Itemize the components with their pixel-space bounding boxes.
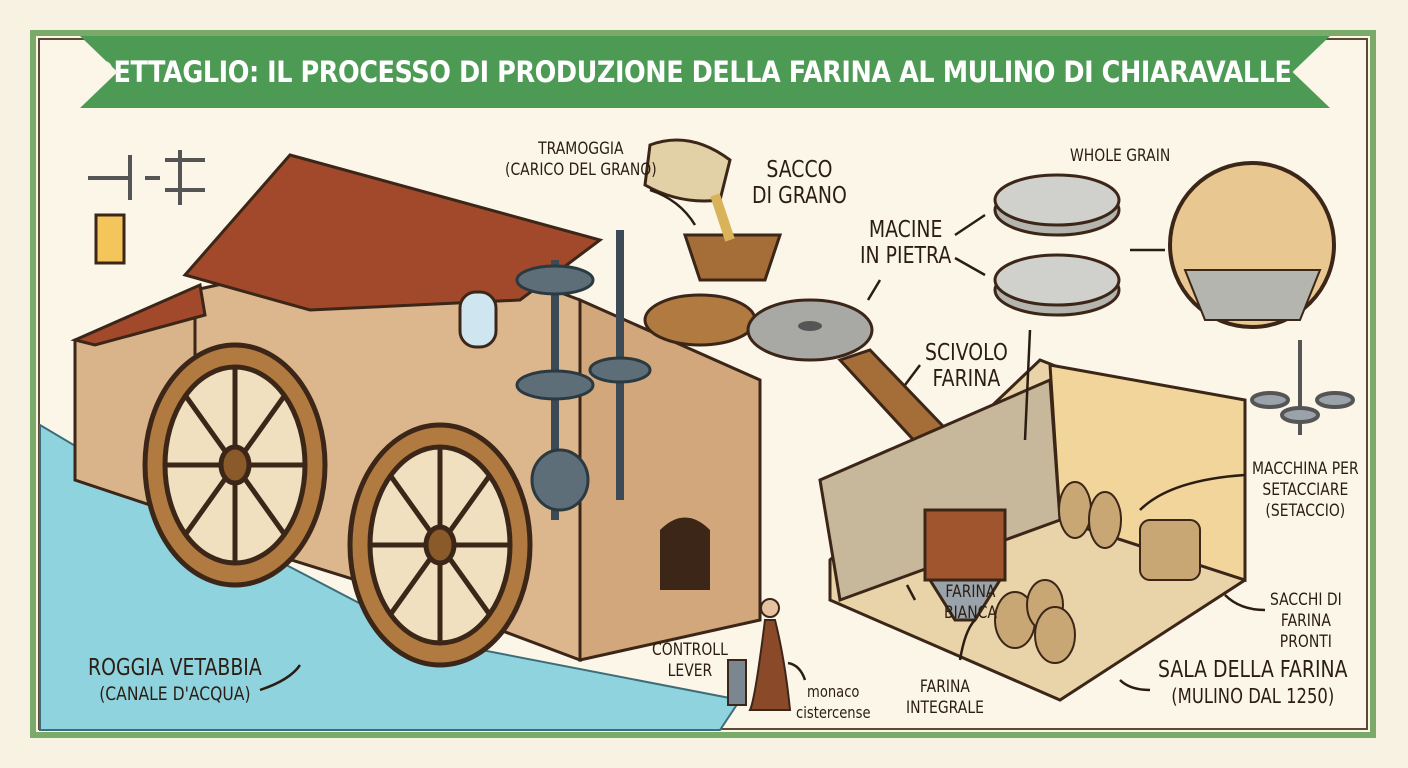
doorway <box>660 517 710 590</box>
mill-tower <box>578 297 762 662</box>
label-line: MACCHINA PER <box>1252 459 1359 479</box>
label-line: (CANALE D'ACQUA) <box>99 683 251 705</box>
monk-figure <box>748 619 792 711</box>
window <box>458 290 498 349</box>
lantern-icon <box>94 213 126 265</box>
label-line: BIANCA <box>944 603 997 623</box>
label-line: FARINA <box>932 366 1001 392</box>
label-line: FARINA <box>919 677 970 697</box>
label-line: LEVER <box>667 661 713 681</box>
sieve-machine <box>923 508 1007 582</box>
label-line: TRAMOGGIA <box>538 139 624 159</box>
label-line: SCIVOLO <box>925 340 1008 366</box>
label-line: (SETACCIO) <box>1265 501 1346 521</box>
label-line: monaco <box>807 682 860 701</box>
label-line: SACCHI DI <box>1270 590 1342 610</box>
label-line: DI GRANO <box>752 183 847 209</box>
roof-left <box>70 282 207 347</box>
label-line: SALA DELLA FARINA <box>1158 657 1348 683</box>
label-line: MACINE <box>868 217 943 243</box>
label-line: ROGGIA VETABBIA <box>88 655 262 681</box>
hopper <box>682 233 783 282</box>
label-whole-grain: WHOLE GRAIN <box>1070 146 1171 166</box>
label-line: IN PIETRA <box>860 243 952 269</box>
label-line: cistercense <box>796 703 871 722</box>
sieve-mechanism-icon <box>1250 340 1355 435</box>
water-wheel-left <box>142 342 328 588</box>
label-roggia-vetabbia: ROGGIA VETABBIA(CANALE D'ACQUA) <box>88 655 262 707</box>
gears <box>515 264 652 512</box>
label-line: (MULINO DAL 1250) <box>1171 684 1335 708</box>
label-line: (CARICO DEL GRANO) <box>505 160 657 180</box>
water-wheel-right <box>347 422 533 668</box>
annotation-arrows <box>259 188 1266 692</box>
control-lever <box>727 659 747 706</box>
grain-sack <box>643 138 732 203</box>
label-sala-della-farina: SALA DELLA FARINA(MULINO DAL 1250) <box>1158 657 1348 709</box>
label-line: SETACCIARE <box>1262 480 1349 500</box>
title-banner: DETTAGLIO: IL PROCESSO DI PRODUZIONE DEL… <box>80 36 1330 108</box>
label-monaco: monaco cistercense <box>796 681 871 723</box>
label-line: INTEGRALE <box>906 698 984 718</box>
label-line: CONTROLL <box>652 640 728 660</box>
gear-equation-icon <box>88 150 205 205</box>
millstone-housing <box>643 293 757 347</box>
label-line: FARINA <box>945 582 996 602</box>
label-line: PRONTI <box>1279 632 1332 652</box>
grain-stream <box>710 193 735 242</box>
label-line: FARINA <box>1280 611 1331 631</box>
page-title: DETTAGLIO: IL PROCESSO DI PRODUZIONE DEL… <box>92 55 1292 89</box>
label-tramoggia: TRAMOGGIA(CARICO DEL GRANO) <box>505 139 657 181</box>
flour-sacks <box>994 481 1201 664</box>
label-line: SACCO <box>766 157 833 183</box>
millstones-detail <box>993 173 1121 317</box>
